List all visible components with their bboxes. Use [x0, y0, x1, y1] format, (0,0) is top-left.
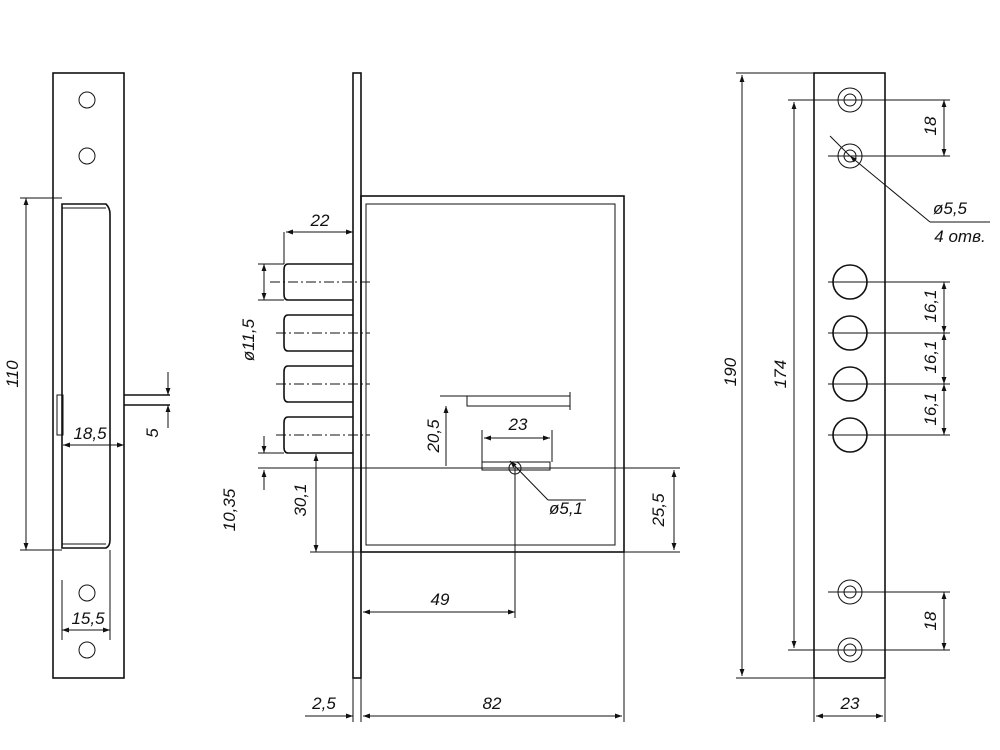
dim-backset: 49	[431, 590, 450, 609]
dim-case-width: 82	[483, 694, 502, 713]
dim-key-to-bottom: 25,5	[649, 493, 668, 528]
dim-total-height: 190	[721, 357, 740, 386]
front-view	[258, 72, 680, 722]
dim-left-bolt-offset: 18,5	[73, 424, 107, 443]
dim-left-height: 110	[3, 360, 22, 388]
bolts	[270, 263, 370, 454]
dim-bolt-pitch-3: 16,1	[921, 392, 940, 425]
dim-faceplate-thickness: 2,5	[311, 694, 336, 713]
dim-right-width: 23	[840, 694, 860, 713]
dim-top-holes: 18	[921, 116, 940, 135]
left-side-view	[20, 72, 171, 679]
dim-bolt-diameter: ø11,5	[239, 318, 258, 361]
dim-bolt-pitch-2: 16,1	[921, 340, 940, 373]
right-faceplate-view	[736, 72, 990, 722]
dim-left-faceplate-width: 15,5	[71, 609, 105, 628]
dim-hole-spacing: 174	[771, 360, 790, 388]
dim-bolt-pitch-1: 16,1	[921, 289, 940, 322]
dim-bottom-holes: 18	[921, 611, 940, 630]
dim-key-hole-diameter: ø5,1	[549, 499, 583, 518]
dim-key-height: 20,5	[424, 419, 443, 454]
dim-hole-count: 4 отв.	[934, 227, 985, 246]
dim-left-bolt-thickness: 5	[143, 428, 162, 438]
dim-hole-diameter: ø5,5	[933, 199, 968, 218]
dim-bolt-bottom: 10,35	[220, 488, 239, 531]
dim-key-slot-width: 23	[508, 415, 528, 434]
dim-bolt-length: 22	[310, 211, 330, 230]
dim-key-to-case: 30,1	[291, 483, 310, 516]
